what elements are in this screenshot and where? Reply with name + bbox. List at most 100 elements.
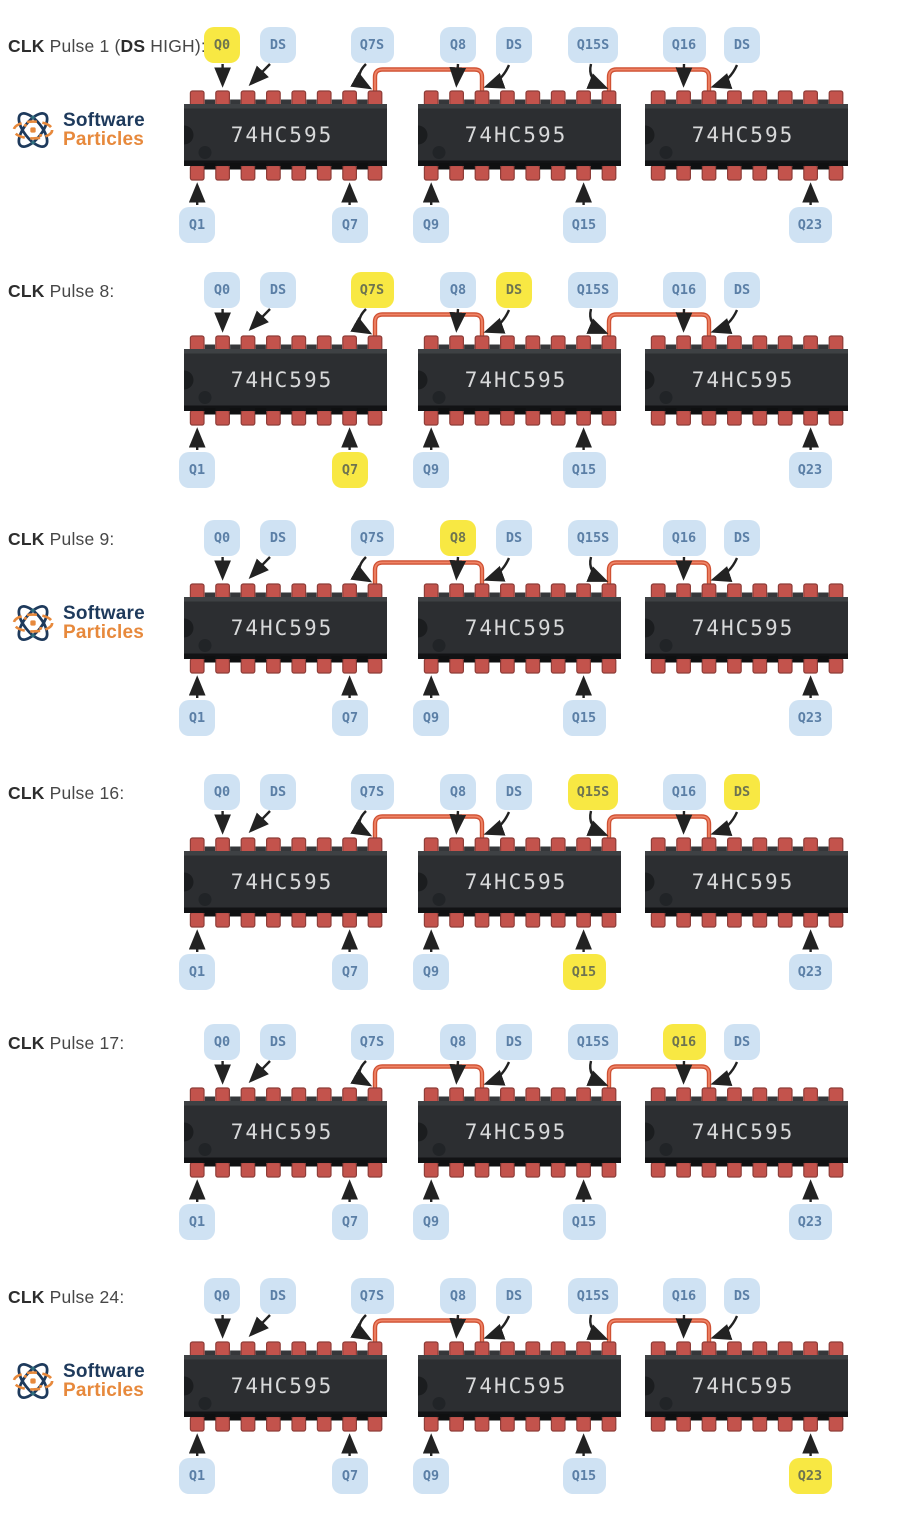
- top-pin-label-q16: Q16: [662, 1278, 706, 1314]
- chip-pin-top: [803, 837, 819, 854]
- top-pin-label-q8: Q8: [440, 1278, 476, 1314]
- chip-pin-bottom: [676, 1415, 691, 1432]
- chip-molding-notch: [691, 344, 702, 351]
- chip-molding-notch: [489, 656, 501, 663]
- chip-pin-top: [291, 583, 307, 600]
- serial-daisy-chain-wire: [372, 814, 485, 838]
- chip-molding-notch: [204, 1350, 216, 1357]
- chip-pin-bottom: [701, 1415, 717, 1432]
- chip-pin-top: [316, 1341, 332, 1358]
- chip-molding-notch: [357, 344, 368, 351]
- chip-pin-bottom: [240, 1415, 256, 1432]
- chip-74hc595: 74HC595: [418, 90, 621, 181]
- software-particles-logo: Software Particles: [10, 1357, 145, 1405]
- chip-molding-notch: [716, 1350, 727, 1357]
- chip-pin-top: [240, 90, 256, 107]
- chip-pin-bottom: [601, 1161, 617, 1178]
- chip-molding-notch: [792, 846, 804, 853]
- chip-body: [184, 349, 387, 411]
- chip-pin-bottom: [576, 1161, 592, 1178]
- bottom-pin-label-q23: Q23: [788, 700, 832, 736]
- chip-molding-notch: [230, 99, 241, 106]
- top-pin-label-ds: DS: [260, 272, 296, 308]
- chip-molding-notch: [463, 1160, 475, 1167]
- chip-pin-top: [828, 583, 844, 600]
- chip-molding-notch: [489, 1350, 500, 1357]
- chip-pin-bottom: [291, 911, 307, 928]
- signal-arrow: [248, 63, 271, 86]
- chip-pin1-dot: [659, 1397, 673, 1410]
- chip-molding-notch: [356, 1414, 368, 1421]
- chip-molding-notch: [818, 846, 829, 853]
- chip-pin-bottom: [499, 657, 515, 674]
- top-pin-label-ds: DS: [260, 774, 296, 810]
- chip-label: 74HC595: [692, 123, 795, 147]
- chip-molding-notch: [514, 1350, 526, 1357]
- chip-molding-notch: [792, 344, 804, 351]
- chip-pin-top: [601, 1341, 617, 1358]
- chip-pin-bottom: [525, 409, 541, 426]
- top-pin-label-q16: Q16: [662, 1024, 706, 1060]
- serial-daisy-chain-wire: [606, 67, 712, 91]
- chip-molding-notch: [306, 1096, 317, 1103]
- chip-molding-notch: [255, 846, 266, 853]
- chip-pin-bottom: [367, 1161, 383, 1178]
- chip-pin-bottom: [576, 164, 592, 181]
- chip-molding-notch: [767, 1350, 778, 1357]
- chip-pin-bottom: [367, 1415, 383, 1432]
- chip-pin-top: [828, 335, 844, 352]
- chip-body: [418, 597, 621, 659]
- chip-pin-bottom: [367, 911, 383, 928]
- atom-logo-icon: [12, 605, 54, 641]
- chip-molding-notch: [229, 910, 241, 917]
- chip-74hc595: 74HC595: [184, 335, 387, 426]
- serial-daisy-chain-wire-core: [374, 68, 483, 91]
- chip-orientation-notch: [184, 125, 194, 145]
- bottom-pin-label-q15: Q15: [562, 700, 606, 736]
- chip-molding-notch: [741, 846, 753, 853]
- chip-molding-notch: [565, 1350, 577, 1357]
- chip-pin-bottom: [215, 409, 230, 426]
- chip-pin-bottom: [215, 911, 230, 928]
- chip-pin-bottom: [474, 409, 490, 426]
- chip-pin-top: [550, 583, 566, 600]
- chip-molding-notch: [357, 1350, 368, 1357]
- top-pin-label-ds: DS: [496, 520, 532, 556]
- chip-molding-notch: [204, 408, 216, 415]
- serial-daisy-chain-wire: [372, 67, 485, 91]
- chip-molding-notch: [204, 1160, 216, 1167]
- chip-pin-top: [449, 1087, 464, 1104]
- chip-pin-bottom: [650, 911, 666, 928]
- chip-pin1-dot: [198, 1143, 212, 1156]
- chip-74hc595: 74HC595: [184, 1087, 387, 1178]
- signal-arrow: [710, 811, 739, 837]
- chip-molding-notch: [690, 1414, 702, 1421]
- chip-molding-notch: [255, 1414, 267, 1421]
- chip-74hc595: 74HC595: [184, 90, 387, 181]
- chip-body: [184, 597, 387, 659]
- chip-molding-notch: [818, 344, 829, 351]
- bottom-pin-label-q9: Q9: [413, 1458, 449, 1494]
- chip-pin-bottom: [650, 657, 666, 674]
- chip-molding-notch: [565, 408, 577, 415]
- title-segment: HIGH):: [145, 36, 206, 56]
- chip-pin-top: [367, 1341, 383, 1358]
- chip-pin-top: [726, 1341, 742, 1358]
- top-pin-label-ds: DS: [496, 272, 532, 308]
- top-pin-label-ds: DS: [496, 27, 532, 63]
- chip-body: [184, 1101, 387, 1163]
- chip-pin-bottom: [550, 657, 566, 674]
- chip-pin-top: [550, 335, 566, 352]
- chip-molding-notch: [691, 846, 702, 853]
- chip-molding-notch: [204, 656, 216, 663]
- chip-pin-top: [777, 1087, 793, 1104]
- chip-label: 74HC595: [692, 368, 795, 392]
- signal-arrow: [449, 556, 467, 581]
- chip-pin-bottom: [803, 409, 819, 426]
- chip-pin-bottom: [265, 164, 281, 181]
- top-pin-label-q8: Q8: [440, 774, 476, 810]
- title-segment: Pulse 1 (: [44, 36, 121, 56]
- chip-molding-notch: [255, 656, 267, 663]
- chip-molding-notch: [741, 1096, 753, 1103]
- chip-molding-notch: [741, 163, 753, 170]
